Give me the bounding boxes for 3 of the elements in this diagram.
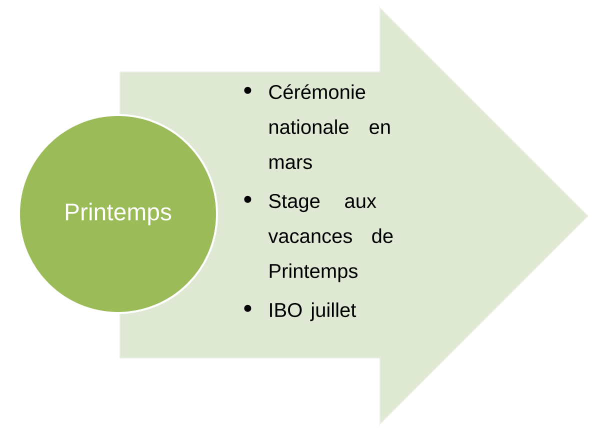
bullet-item: IBO juillet xyxy=(244,302,356,322)
bullet-item: Cérémonie nationale en mars xyxy=(244,84,390,170)
bullet-item: Stage aux vacances de Printemps xyxy=(244,194,393,282)
